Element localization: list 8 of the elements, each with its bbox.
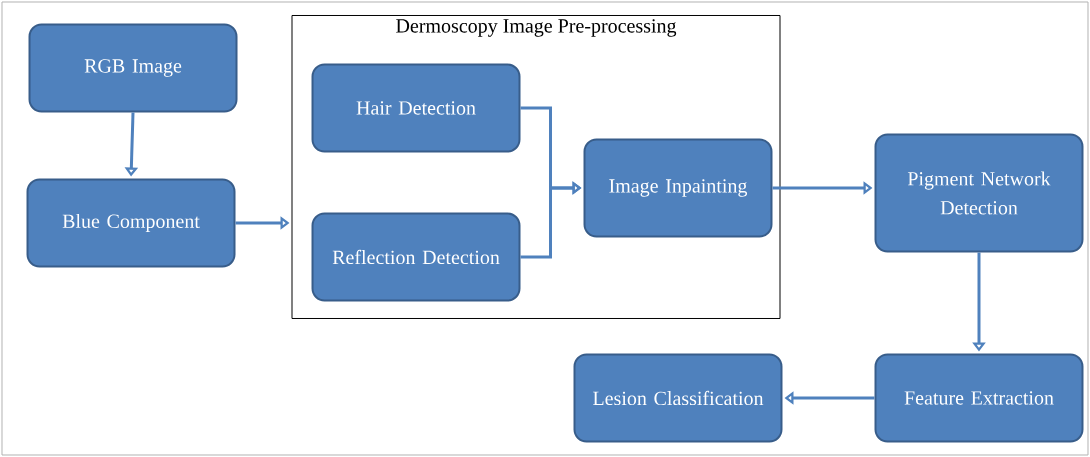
process-box: Reflection Detection [311, 212, 521, 302]
process-box: RGB Image [28, 23, 238, 113]
process-box: Image Inpainting [583, 138, 773, 238]
process-box: Blue Component [26, 178, 236, 268]
process-box: Feature Extraction [874, 353, 1084, 443]
process-box: Hair Detection [311, 63, 521, 153]
process-box: Lesion Classification [573, 353, 783, 443]
process-box: Pigment Network Detection [874, 133, 1084, 253]
